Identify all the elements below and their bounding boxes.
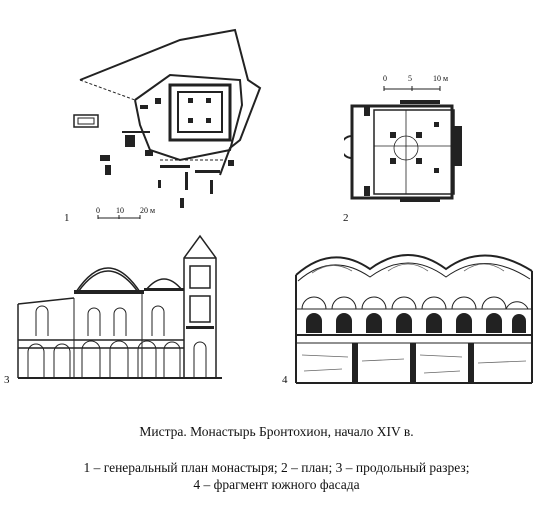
caption-line-1: 1 – генеральный план монастыря; 2 – план… [83, 460, 470, 475]
caption-title: Мистра. Монастырь Бронтохион, начало XIV… [139, 424, 414, 439]
scale2-zero: 0 [383, 74, 387, 83]
scale-bar-1 [96, 212, 142, 220]
scale1-mid: 10 [116, 206, 124, 215]
drawing-3-longitudinal-section [14, 228, 226, 380]
figure-number-4: 4 [282, 374, 288, 386]
drawing-1-general-plan [60, 20, 270, 220]
figure-number-1: 1 [64, 212, 70, 224]
figure-number-2: 2 [343, 212, 349, 224]
scale2-end: 10 м [433, 74, 449, 83]
caption-line-2: 4 – фрагмент южного фасада [193, 477, 360, 492]
figure-number-3: 3 [4, 374, 10, 386]
scale1-end: 20 м [140, 206, 156, 215]
scale2-mid: 5 [408, 74, 412, 83]
scale-bar-2 [382, 84, 442, 92]
scale1-zero: 0 [96, 206, 100, 215]
drawing-2-church-plan [344, 96, 469, 208]
drawing-4-south-facade [292, 245, 538, 385]
